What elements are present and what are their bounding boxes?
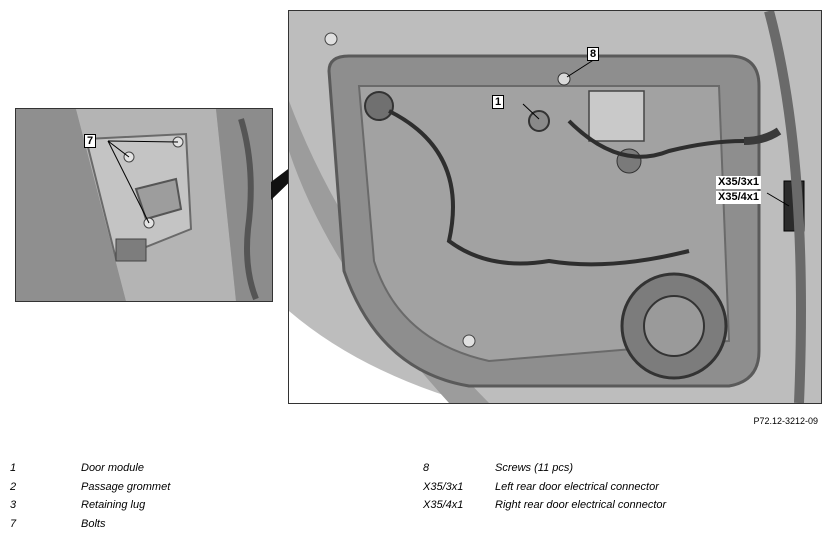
- control-unit: [588, 90, 645, 142]
- callout-8: 8: [587, 47, 600, 61]
- legend-number: X35/4x1: [423, 499, 464, 511]
- legend-description: Retaining lug: [81, 499, 146, 511]
- legend-number: 7: [10, 517, 17, 530]
- legend-row: 3 Retaining lug: [10, 499, 410, 518]
- legend-description: Screws (11 pcs): [495, 462, 574, 474]
- wiring-harness: [388, 109, 690, 267]
- callout-7: 7: [84, 134, 97, 148]
- legend-number: 1: [10, 462, 17, 474]
- main-door-view: 8 1 X35/3x1 X35/4x1: [288, 10, 822, 404]
- legend-right-column: 8 Screws (11 pcs) X35/3x1 Left rear door…: [423, 462, 823, 518]
- legend-number: 8: [423, 462, 430, 474]
- legend-row: 1 Door module: [10, 462, 410, 481]
- label-x35-3x1: X35/3x1: [716, 176, 761, 189]
- figure-reference: P72.12-3212-09: [753, 416, 818, 426]
- inset-drawing: [16, 109, 272, 301]
- legend-number: X35/3x1: [423, 480, 464, 493]
- legend-row: 7 Bolts: [10, 518, 410, 537]
- door-drawing: [289, 11, 821, 403]
- legend-description: Right rear door electrical connector: [495, 499, 667, 511]
- legend-description: Door module: [81, 462, 144, 474]
- screw: [557, 72, 571, 86]
- legend-row: 2 Passage grommet: [10, 481, 410, 500]
- legend-number: 2: [10, 480, 17, 493]
- legend-row: X35/3x1 Left rear door electrical connec…: [423, 481, 823, 500]
- legend-description: Bolts: [81, 517, 106, 530]
- legend-description: Left rear door electrical connector: [495, 480, 659, 493]
- legend-row: 8 Screws (11 pcs): [423, 462, 823, 481]
- legend-number: 3: [10, 499, 17, 511]
- passage-grommet: [364, 91, 394, 121]
- illustration: 7: [15, 10, 822, 426]
- legend-description: Passage grommet: [81, 480, 171, 493]
- legend-row: X35/4x1 Right rear door electrical conne…: [423, 499, 823, 518]
- door-module-bolt: [528, 110, 550, 132]
- label-x35-4x1: X35/4x1: [716, 191, 761, 204]
- callout-1: 1: [492, 95, 505, 109]
- inset-detail-view: 7: [15, 108, 273, 302]
- legend-left-column: 1 Door module 2 Passage grommet 3 Retain…: [10, 462, 410, 536]
